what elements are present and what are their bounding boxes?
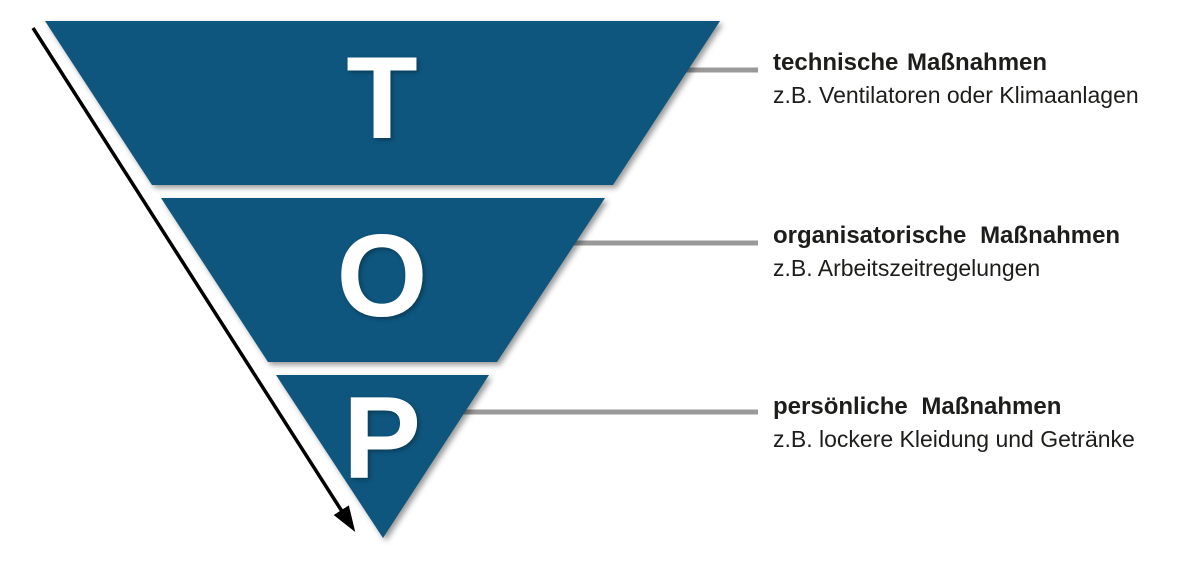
labels-column: technische Maßnahmen z.B. Ventilatoren o… bbox=[773, 0, 1193, 562]
label-title: technische Maßnahmen bbox=[773, 49, 1048, 76]
label-technische-massnahmen: technische Maßnahmen z.B. Ventilatoren o… bbox=[773, 49, 1139, 109]
segment-letter-t: T bbox=[346, 32, 417, 163]
label-example: z.B. Arbeitszeitregelungen bbox=[773, 255, 1041, 281]
label-example: z.B. Ventilatoren oder Klimaanlagen bbox=[773, 82, 1139, 108]
downward-priority-arrow bbox=[31, 27, 356, 533]
segment-technische-massnahmen bbox=[45, 21, 720, 185]
segment-letter-p: P bbox=[343, 372, 421, 503]
segment-persoenliche-massnahmen bbox=[276, 375, 489, 538]
label-title: persönliche Maßnahmen bbox=[773, 393, 1062, 420]
label-organisatorische-massnahmen: organisatorische Maßnahmen z.B. Arbeitsz… bbox=[773, 222, 1120, 282]
label-persoenliche-massnahmen: persönliche Maßnahmen z.B. lockere Kleid… bbox=[773, 393, 1135, 453]
segment-letter-o: O bbox=[336, 210, 427, 341]
label-title: organisatorische Maßnahmen bbox=[773, 222, 1121, 249]
segment-organisatorische-massnahmen bbox=[161, 198, 605, 362]
label-example: z.B. lockere Kleidung und Getränke bbox=[773, 426, 1135, 452]
